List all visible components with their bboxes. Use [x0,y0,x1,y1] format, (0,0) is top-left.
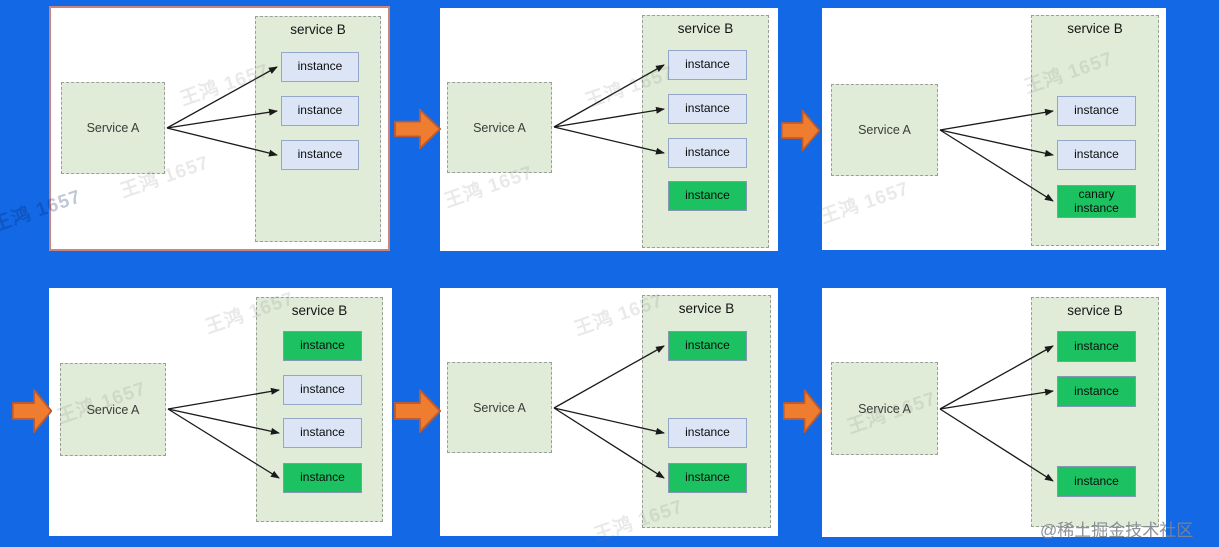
panel-step-1: Service A service B instance instance in… [49,6,390,251]
panel-step-6: Service A service B instance instance in… [822,288,1166,537]
panel-step-3: Service A service B instance instance ca… [822,8,1166,250]
instance-box: instance [281,140,359,170]
service-b-title: service B [291,303,348,318]
service-b-title: service B [1067,303,1123,318]
instance-box: instance [668,418,747,448]
instance-box: instance [283,331,362,361]
instance-box: instance [668,463,747,493]
instance-box: instance [668,181,747,211]
service-a-box: Service A [831,362,938,455]
service-b-container: service B [255,16,381,242]
instance-box: instance [283,375,362,405]
instance-box: instance [1057,466,1136,497]
instance-box: instance [1057,331,1136,362]
instance-box: instance [283,418,362,448]
flow-arrow-icon [394,108,442,150]
instance-box: instance [281,52,359,82]
instance-box: instance [283,463,362,493]
service-a-box: Service A [447,82,552,173]
service-b-title: service B [678,301,735,316]
service-b-title: service B [290,22,346,37]
flow-arrow-icon [394,389,442,433]
instance-box: instance [668,94,747,124]
flow-arrow-icon [783,389,823,433]
panel-step-4: Service A service B instance instance in… [49,288,392,536]
canary-instance-box: canary instance [1057,185,1136,218]
flow-arrow-icon [12,389,53,433]
instance-box: instance [1057,376,1136,407]
service-b-title: service B [1067,21,1123,36]
service-a-box: Service A [831,84,938,176]
instance-box: instance [668,138,747,168]
instance-box: instance [281,96,359,126]
instance-box: instance [668,331,747,361]
service-a-box: Service A [447,362,552,453]
instance-box: instance [1057,140,1136,170]
flow-arrow-icon [781,109,821,152]
instance-box: instance [668,50,747,80]
service-b-title: service B [677,21,734,36]
instance-box: instance [1057,96,1136,126]
service-a-box: Service A [60,363,166,456]
service-b-container: service B [642,295,771,528]
service-a-box: Service A [61,82,165,174]
panel-step-2: Service A service B instance instance in… [440,8,778,251]
panel-step-5: Service A service B instance instance in… [440,288,778,536]
